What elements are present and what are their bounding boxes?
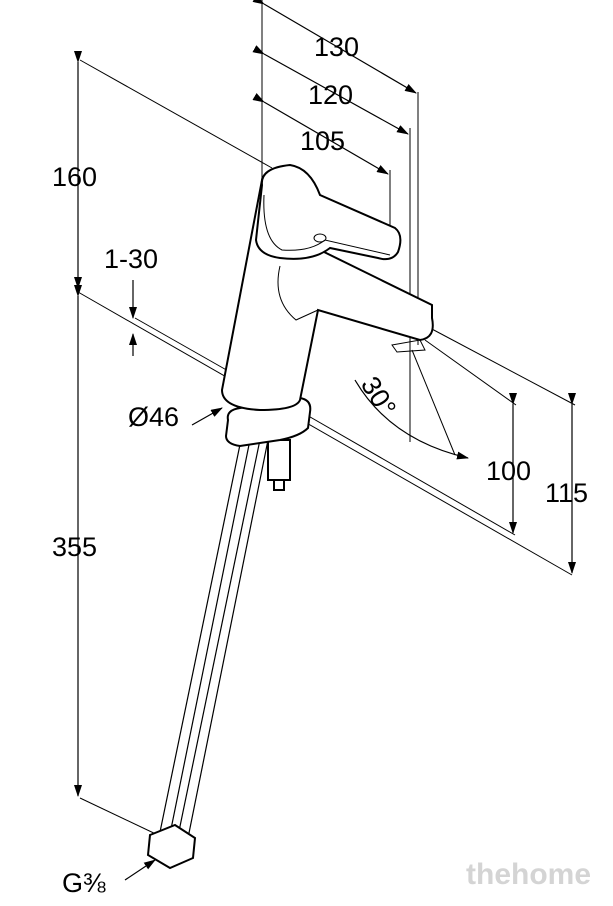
faucet-body <box>146 163 434 870</box>
extension-lines <box>77 0 576 837</box>
dim-160-label: 160 <box>52 162 97 192</box>
dim-105-label: 105 <box>300 126 345 156</box>
dim-diameter-label: Ø46 <box>128 402 179 432</box>
dim-120-label: 120 <box>308 80 353 110</box>
dim-355-label: 355 <box>52 532 97 562</box>
dim-1-30-label: 1-30 <box>104 244 158 274</box>
angle-30-label: 30° <box>355 371 402 422</box>
dim-115-label: 115 <box>545 478 588 508</box>
dim-100-label: 100 <box>486 456 531 486</box>
connection-thread-label: G⅜ <box>62 868 106 898</box>
dim-130-label: 130 <box>314 32 359 62</box>
watermark: thehome <box>466 858 591 891</box>
dimension-lines <box>74 0 576 881</box>
